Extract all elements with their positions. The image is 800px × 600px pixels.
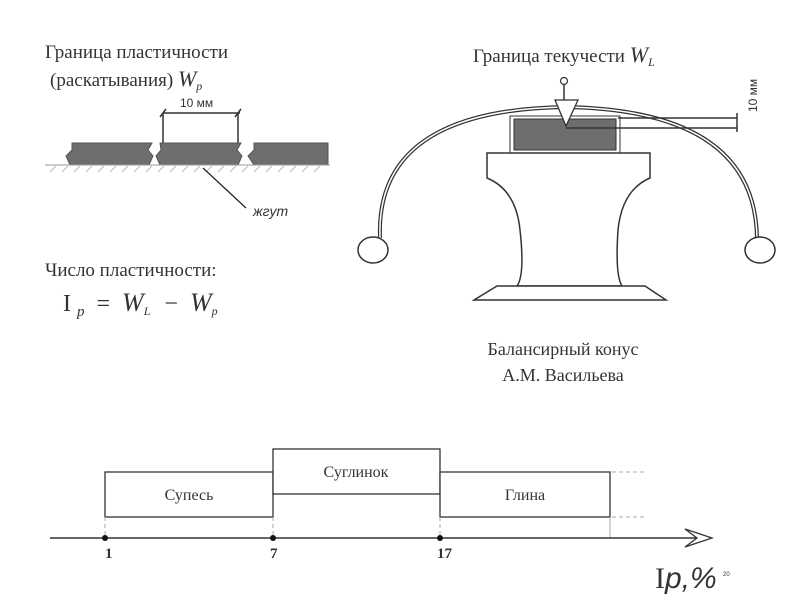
liquid-limit-title: Граница текучести WL bbox=[473, 42, 655, 69]
plastic-limit-section: Граница пластичности (раскатывания) Wp 1… bbox=[45, 42, 330, 219]
tick-point bbox=[270, 535, 276, 541]
soil-label: Супесь bbox=[165, 487, 214, 504]
balance-weight-right bbox=[744, 236, 776, 264]
liquid-limit-section: Граница текучести WL 10 мм Балансирный к… bbox=[357, 42, 776, 385]
axis-arrow-icon bbox=[684, 528, 715, 548]
tick-point bbox=[437, 535, 443, 541]
penetration-depth-label: 10 мм bbox=[746, 79, 760, 112]
soil-rope-strips bbox=[65, 142, 329, 166]
tick-point bbox=[102, 535, 108, 541]
plastic-limit-title-line2: (раскатывания) Wp bbox=[50, 66, 202, 93]
plasticity-index-title: Число пластичности: bbox=[45, 260, 217, 281]
rope-length-dimension: 10 мм bbox=[180, 96, 213, 110]
extension-dashes bbox=[104, 471, 645, 538]
soil-label: Суглинок bbox=[324, 464, 389, 481]
tick-label: 1 bbox=[105, 546, 113, 562]
cone-icon bbox=[554, 99, 580, 128]
stand-base bbox=[471, 285, 669, 301]
cone-handle bbox=[559, 76, 569, 86]
rope-label: жгут bbox=[252, 203, 289, 219]
cone-caption-line2: А.М. Васильева bbox=[502, 365, 624, 385]
rope-leader-line bbox=[202, 167, 247, 209]
page-number: 20 bbox=[723, 572, 730, 578]
tick-label: 7 bbox=[270, 546, 278, 562]
tick-label: 17 bbox=[437, 546, 453, 562]
cone-caption-line1: Балансирный конус bbox=[487, 339, 638, 359]
axis-label: Ip,% bbox=[655, 562, 717, 595]
ground-hatching bbox=[49, 165, 321, 173]
plastic-limit-title-line1: Граница пластичности bbox=[45, 42, 228, 63]
penetration-dimension bbox=[566, 113, 738, 132]
cone-stand bbox=[486, 152, 651, 287]
soil-classification-scale: Супесь Суглинок Глина 1 7 17 Ip,% 20 bbox=[50, 448, 730, 595]
soil-label: Глина bbox=[505, 487, 545, 504]
balance-weight-left bbox=[357, 236, 389, 264]
dimension-line bbox=[159, 108, 242, 144]
soil-box-clay bbox=[439, 471, 611, 518]
